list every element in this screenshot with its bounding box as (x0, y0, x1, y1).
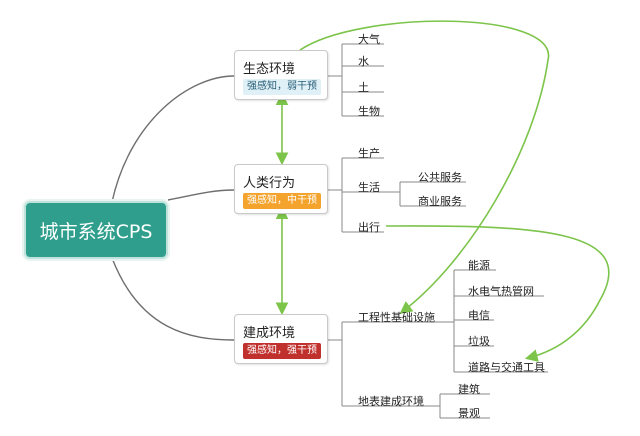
branch-built-tag: 强感知，强干预 (243, 343, 321, 359)
leaf-air: 大气 (358, 33, 380, 46)
branch-built-title: 建成环境 (243, 326, 296, 341)
branch-human-tag: 强感知，中干预 (243, 193, 321, 209)
root-node: 城市系统CPS (24, 201, 168, 259)
leaf-landscape: 景观 (458, 407, 480, 420)
branch-eco-tag: 强感知，弱干预 (243, 79, 321, 95)
connector-infra-children (438, 269, 548, 373)
connector-life-children (384, 181, 466, 207)
leaf-water: 水 (358, 55, 369, 68)
connector-built-children (328, 321, 438, 407)
leaf-soil: 土 (358, 81, 369, 94)
leaf-building: 建筑 (458, 383, 480, 396)
branch-human: 人类行为 强感知，中干预 (234, 164, 328, 214)
connector-root-eco (111, 75, 235, 203)
leaf-production: 生产 (358, 147, 380, 160)
leaf-travel: 出行 (358, 221, 380, 234)
leaf-biology: 生物 (358, 105, 380, 118)
connector-root-human (167, 189, 235, 201)
connector-eco-children (328, 43, 384, 117)
arrow-travel-to-roads (385, 225, 610, 362)
leaf-life: 生活 (358, 181, 380, 194)
leaf-public-service: 公共服务 (418, 171, 462, 184)
connector-human-children (328, 157, 384, 233)
connector-root-built (111, 257, 235, 341)
leaf-surface-built: 地表建成环境 (358, 395, 424, 408)
branch-eco-title: 生态环境 (243, 62, 296, 77)
arrow-eco-to-infra (299, 20, 549, 314)
leaf-utility-network: 水电气热管网 (468, 285, 534, 298)
leaf-energy: 能源 (468, 259, 490, 272)
leaf-infrastructure: 工程性基础设施 (358, 311, 435, 324)
leaf-roads-transport: 道路与交通工具 (468, 361, 545, 374)
root-label: 城市系统CPS (39, 220, 153, 243)
leaf-commercial-service: 商业服务 (418, 195, 462, 208)
branch-built: 建成环境 强感知，强干预 (234, 314, 328, 364)
branch-eco: 生态环境 强感知，弱干预 (234, 50, 328, 100)
leaf-telecom: 电信 (468, 309, 490, 322)
branch-human-title: 人类行为 (243, 176, 296, 191)
connector-surface-children (422, 393, 490, 419)
leaf-waste: 垃圾 (468, 335, 490, 348)
